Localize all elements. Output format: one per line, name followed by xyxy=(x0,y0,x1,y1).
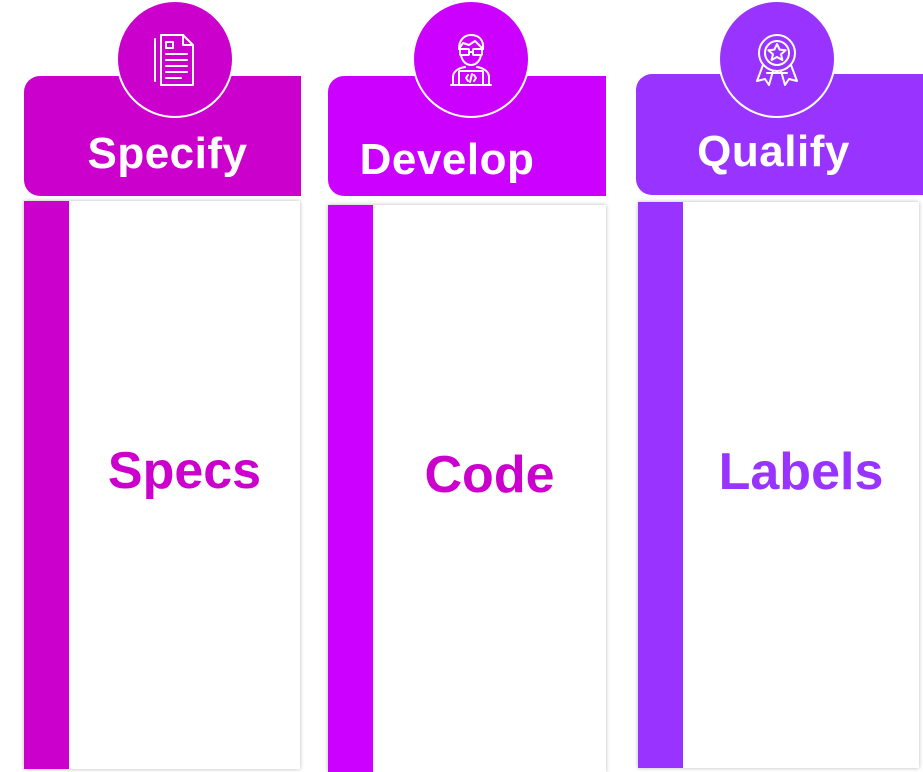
panel-develop-bar xyxy=(328,205,373,772)
document-icon xyxy=(116,0,234,118)
award-badge-icon xyxy=(718,0,836,118)
panel-develop-label: Code xyxy=(424,446,555,504)
developer-icon xyxy=(412,0,530,118)
panel-qualify-label: Labels xyxy=(718,443,884,501)
header-develop: Develop xyxy=(328,76,606,196)
panel-develop: Code xyxy=(328,205,606,772)
panel-specify: Specs xyxy=(24,201,300,769)
panel-specify-bar xyxy=(24,201,69,769)
panel-specify-label: Specs xyxy=(107,442,262,500)
panel-qualify-bar xyxy=(638,202,683,768)
header-specify-label: Specify xyxy=(87,129,248,178)
panel-qualify: Labels xyxy=(638,202,919,768)
header-qualify-label: Qualify xyxy=(697,127,850,176)
header-develop-label: Develop xyxy=(359,135,535,184)
